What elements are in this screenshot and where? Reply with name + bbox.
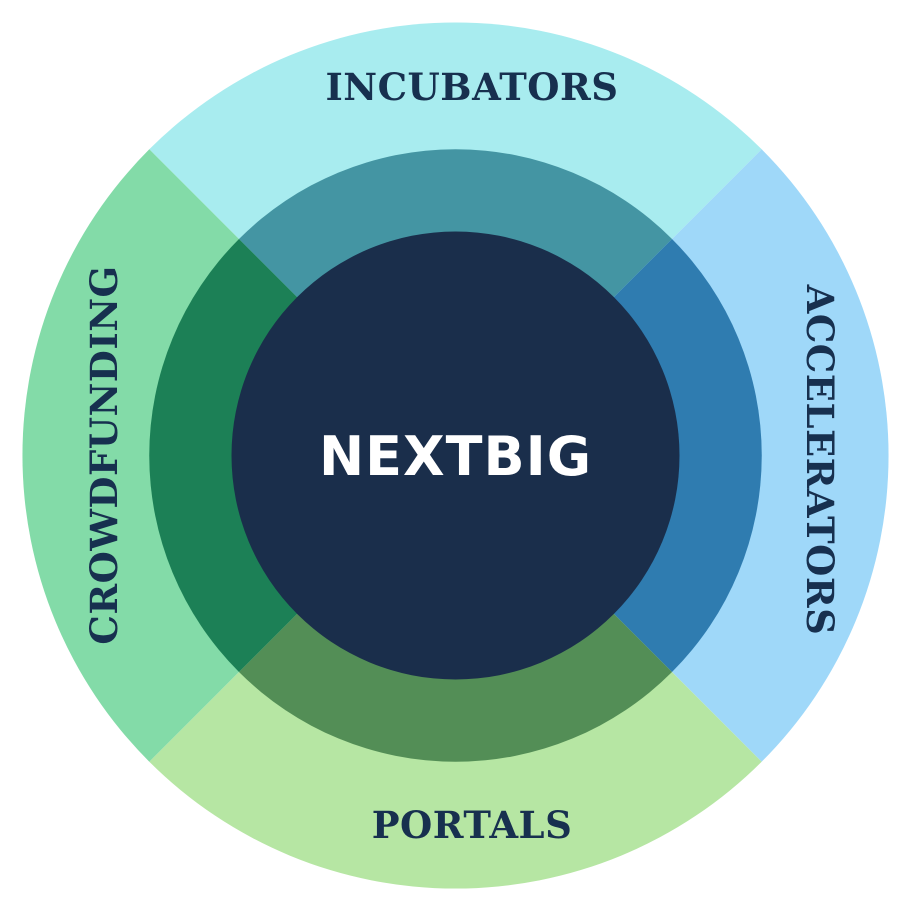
accelerators-label: ACCELERATORS (798, 284, 842, 636)
center-circle (231, 231, 680, 680)
portals-label: PORTALS (372, 803, 573, 847)
crowdfunding-label: CROWDFUNDING (82, 265, 126, 644)
center-label: NEXTBIG (319, 425, 592, 488)
incubators-label: INCUBATORS (325, 65, 618, 109)
